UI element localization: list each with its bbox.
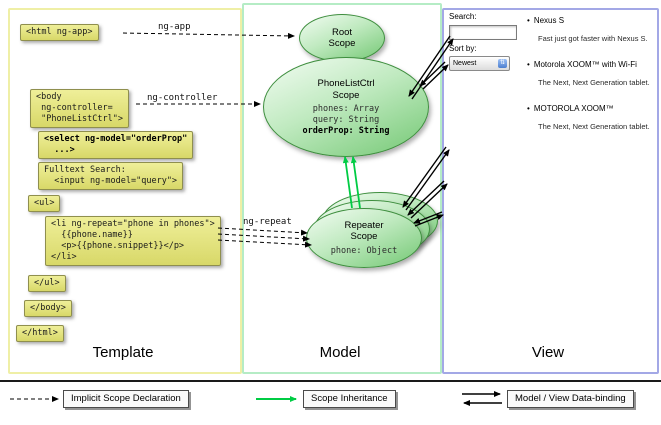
legend-divider — [0, 380, 661, 382]
legend-implicit-label: Implicit Scope Declaration — [63, 390, 189, 408]
code-box-ul-open: <ul> — [28, 195, 61, 213]
ng-repeat-arrow-label: ng-repeat — [243, 217, 292, 227]
ng-controller-arrow-label: ng-controller — [147, 93, 218, 103]
phone-snippet-text: The Next, Next Generation tablet. — [538, 122, 650, 131]
repeater-scope-props: phone: Object — [330, 245, 398, 256]
repeater-scope-title: Repeater Scope — [344, 219, 384, 243]
root-scope-ellipse: Root Scope — [299, 14, 385, 62]
phone-snippet-text: The Next, Next Generation tablet. — [538, 78, 650, 87]
phonelistctrl-scope-orderprop: orderProp: String — [302, 125, 390, 136]
phonelistctrl-scope-title: PhoneListCtrl Scope — [317, 78, 375, 101]
code-box-body-open: <body ng-controller= "PhoneListCtrl"> — [30, 89, 129, 129]
bullet-icon: • — [527, 60, 530, 69]
phone-snippet-text: Fast just got faster with Nexus S. — [538, 34, 648, 43]
phone-list-item: •Nexus S — [527, 16, 564, 25]
sort-select[interactable]: Newest ⇅ — [449, 56, 510, 71]
sort-label: Sort by: — [449, 44, 477, 53]
code-box-li-repeat: <li ng-repeat="phone in phones"> {{phone… — [45, 216, 221, 267]
phone-list-item: •Motorola XOOM™ with Wi-Fi — [527, 60, 637, 69]
phonelistctrl-scope-ellipse: PhoneListCtrl Scope phones: Array query:… — [263, 57, 429, 157]
phonelistctrl-scope-props: phones: Array query: String — [312, 104, 380, 125]
phone-list-item: •MOTOROLA XOOM™ — [527, 104, 614, 113]
select-stepper-icon: ⇅ — [498, 59, 507, 68]
bullet-icon: • — [527, 104, 530, 113]
search-input[interactable] — [449, 25, 517, 40]
search-label: Search: — [449, 12, 477, 21]
repeater-scope-ellipse-front: Repeater Scope phone: Object — [306, 208, 422, 268]
template-column-label: Template — [92, 344, 154, 361]
legend-inheritance-label: Scope Inheritance — [303, 390, 396, 408]
template-column — [8, 8, 242, 374]
ng-app-arrow-label: ng-app — [158, 22, 191, 32]
code-box-html-close: </html> — [16, 325, 64, 343]
root-scope-title: Root Scope — [328, 26, 356, 49]
phone-name-text: Nexus S — [533, 16, 565, 25]
sort-select-value: Newest — [453, 60, 477, 67]
code-box-fulltext-search: Fulltext Search: <input ng-model="query"… — [38, 162, 184, 191]
code-box-ul-close: </ul> — [28, 275, 66, 293]
legend-binding-label: Model / View Data-binding — [507, 390, 634, 408]
bullet-icon: • — [527, 16, 530, 25]
code-box-body-close: </body> — [24, 300, 72, 318]
model-column-label: Model — [319, 344, 361, 361]
phone-name-text: MOTOROLA XOOM™ — [533, 104, 614, 113]
code-box-select: <select ng-model="orderProp" ...> — [38, 131, 194, 160]
code-box-html-open: <html ng-app> — [20, 24, 99, 42]
phone-name-text: Motorola XOOM™ with Wi-Fi — [533, 60, 637, 69]
view-column-label: View — [531, 344, 565, 361]
